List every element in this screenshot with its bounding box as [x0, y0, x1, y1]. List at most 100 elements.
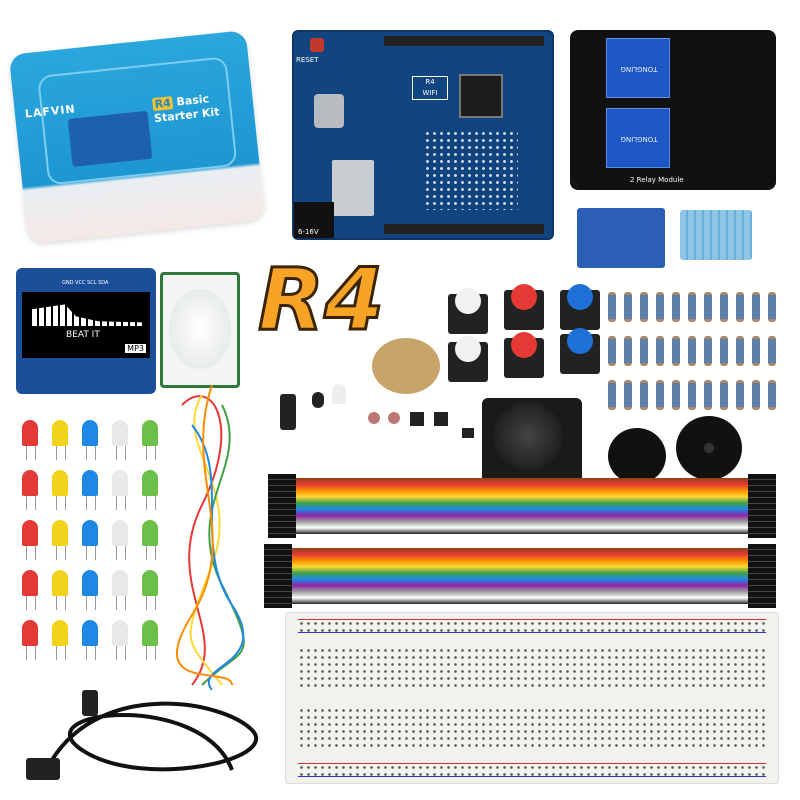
- resistor: [640, 292, 648, 322]
- jumper-wires: [175, 385, 245, 690]
- photoresistor: [368, 412, 380, 424]
- resistor: [672, 292, 680, 322]
- push-button: [448, 288, 488, 334]
- usb-cable: [26, 690, 258, 780]
- song-title: BEAT IT: [66, 330, 100, 340]
- reset-label: RESET: [296, 56, 319, 64]
- dupont-ribbon-cable: [264, 544, 776, 608]
- resistor: [656, 336, 664, 366]
- led: [22, 570, 38, 610]
- terminal-strip: [298, 647, 766, 691]
- led-set: [22, 420, 162, 670]
- led: [52, 620, 68, 660]
- resistor: [768, 336, 776, 366]
- transistor: [434, 412, 448, 426]
- resistor: [624, 380, 632, 410]
- led: [82, 420, 98, 460]
- resistor: [752, 336, 760, 366]
- led: [142, 520, 158, 560]
- bottom-header: [384, 224, 544, 234]
- power-rail: [298, 619, 766, 633]
- potentiometer: [372, 338, 440, 394]
- breadboard: [285, 612, 779, 784]
- led: [112, 520, 128, 560]
- push-button: [560, 328, 600, 374]
- oled-screen: BEAT IT MP3: [22, 292, 150, 358]
- resistor: [752, 292, 760, 322]
- resistor: [704, 336, 712, 366]
- rgb-led: [332, 384, 346, 404]
- equalizer-bars: [32, 304, 142, 326]
- capacitor: [280, 394, 296, 430]
- led: [82, 620, 98, 660]
- reset-button: [310, 38, 324, 52]
- relay-2: TONGLING: [606, 108, 670, 168]
- joystick-knob: [494, 402, 562, 470]
- r4-headline: R4: [256, 249, 385, 352]
- resistor: [736, 380, 744, 410]
- photoresistor: [388, 412, 400, 424]
- resistor: [736, 336, 744, 366]
- resistor: [688, 380, 696, 410]
- resistor: [720, 292, 728, 322]
- relay-brand-text: TONGLING: [620, 135, 658, 143]
- resistor: [608, 380, 616, 410]
- led: [22, 520, 38, 560]
- usb-c-port: [314, 94, 344, 128]
- resistor-set: [608, 292, 783, 417]
- led: [52, 520, 68, 560]
- resistor: [704, 380, 712, 410]
- led: [112, 420, 128, 460]
- led: [112, 620, 128, 660]
- push-button: [448, 336, 488, 382]
- dht11-sensor: [680, 210, 752, 260]
- resistor: [640, 380, 648, 410]
- relay-label: 2 Relay Module: [630, 176, 684, 184]
- power-label: 6-16V: [298, 228, 319, 236]
- relay-module: TONGLING TONGLING 2 Relay Module: [570, 30, 776, 190]
- led: [82, 570, 98, 610]
- resistor: [672, 336, 680, 366]
- resistor: [704, 292, 712, 322]
- top-header: [384, 36, 544, 46]
- pir-dome: [169, 289, 231, 369]
- led: [22, 470, 38, 510]
- resistor: [768, 380, 776, 410]
- led: [142, 570, 158, 610]
- resistor: [672, 380, 680, 410]
- oled-display: GND VCC SCL SDA BEAT IT MP3: [16, 268, 156, 394]
- led: [82, 520, 98, 560]
- led-matrix: [424, 130, 518, 210]
- led: [142, 420, 158, 460]
- resistor: [656, 292, 664, 322]
- resistor: [736, 292, 744, 322]
- resistor: [688, 292, 696, 322]
- push-button: [504, 284, 544, 330]
- resistor: [656, 380, 664, 410]
- resistor: [720, 380, 728, 410]
- resistor: [720, 336, 728, 366]
- push-buttons: [448, 284, 608, 382]
- resistor: [624, 336, 632, 366]
- box-board-picture: [67, 110, 153, 167]
- resistor: [608, 292, 616, 322]
- ir-receiver: [312, 392, 324, 408]
- led: [82, 470, 98, 510]
- led: [22, 620, 38, 660]
- led: [142, 470, 158, 510]
- buzzer: [608, 428, 666, 484]
- resistor: [608, 336, 616, 366]
- transistor: [410, 412, 424, 426]
- resistor: [688, 336, 696, 366]
- led: [52, 420, 68, 460]
- led: [142, 620, 158, 660]
- power-rail: [298, 763, 766, 777]
- dupont-ribbon-cable: [268, 474, 776, 538]
- power-jack: [294, 202, 334, 238]
- sensor-module: [577, 208, 665, 268]
- pir-sensor: [160, 272, 240, 388]
- resistor: [640, 336, 648, 366]
